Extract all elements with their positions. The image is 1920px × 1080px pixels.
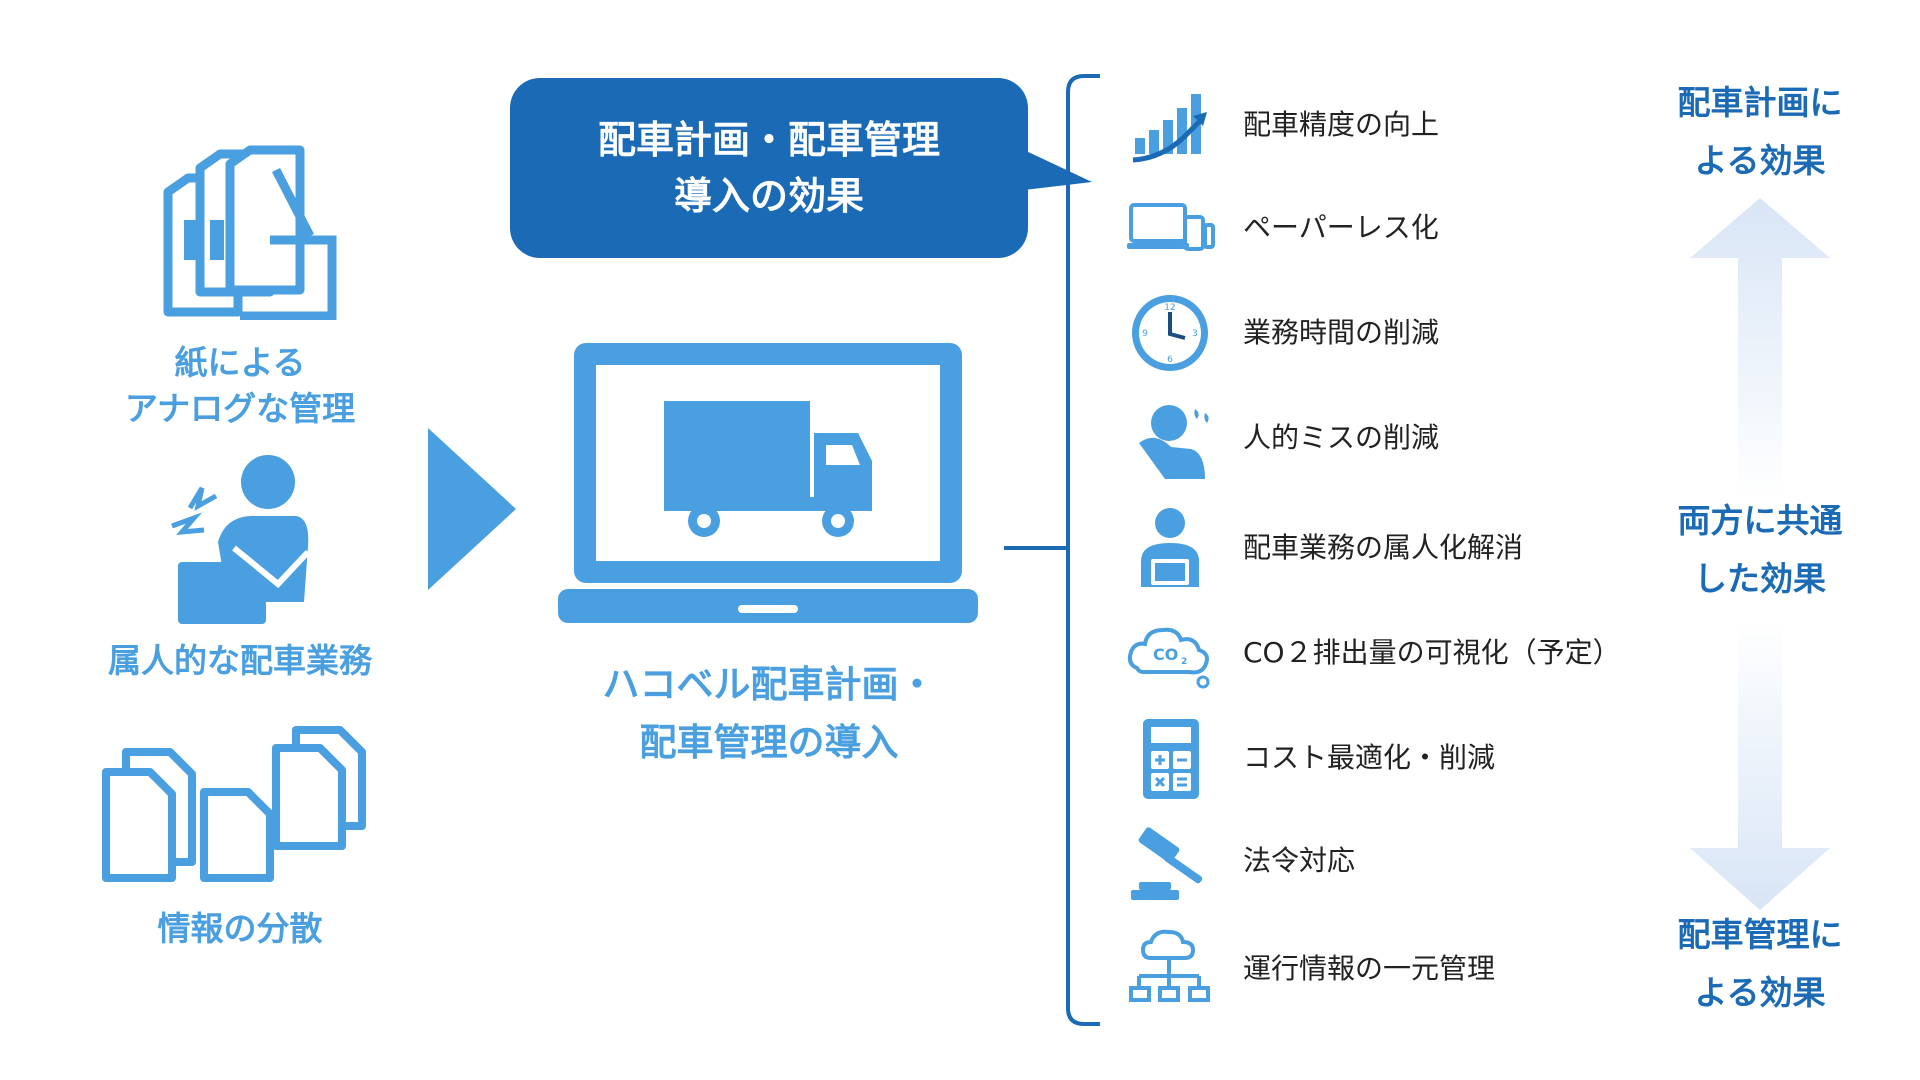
- svg-text:CO: CO: [1153, 645, 1178, 664]
- calculator-icon: [1143, 719, 1199, 799]
- person-dependent-label: 属人的な配車業務: [108, 641, 372, 680]
- co2-cloud-icon: CO 2: [1127, 627, 1210, 689]
- info-scattered-label: 情報の分散: [157, 909, 323, 948]
- effect-item: 法令対応: [1125, 816, 1635, 906]
- gavel-icon: [1131, 827, 1203, 900]
- effect-label: コスト最適化・削減: [1243, 741, 1496, 774]
- laptop-truck-icon: [558, 343, 978, 623]
- callout-title-line2: 導入の効果: [673, 174, 864, 218]
- svg-text:9: 9: [1142, 329, 1148, 339]
- cloud-network-icon: [1129, 929, 1210, 1002]
- effect-item: 12 3 6 9 業務時間の削減: [1125, 288, 1635, 378]
- effect-label: 人的ミスの削減: [1243, 421, 1440, 454]
- effect-label: 法令対応: [1243, 844, 1356, 877]
- effect-label: 業務時間の削減: [1243, 316, 1440, 349]
- scope-manage-line2: よる効果: [1694, 973, 1826, 1012]
- scope-plan-line1: 配車計画に: [1677, 83, 1843, 122]
- scope-plan-line2: よる効果: [1694, 141, 1826, 180]
- paper-management-label-line2: アナログな管理: [124, 389, 356, 428]
- effect-item: CO 2 CO２排出量の可視化（予定）: [1125, 608, 1635, 698]
- svg-text:6: 6: [1167, 355, 1173, 365]
- callout-pointer: [1024, 150, 1092, 190]
- person-laptop-icon: [1141, 508, 1199, 587]
- binder-files-icon: [163, 145, 337, 320]
- effect-label: 配車精度の向上: [1243, 108, 1440, 141]
- bar-chart-growth-icon: [1132, 94, 1207, 163]
- svg-text:2: 2: [1181, 657, 1187, 667]
- worried-person-icon: [1139, 405, 1209, 479]
- effect-label: 配車業務の属人化解消: [1243, 531, 1524, 564]
- center-caption-line2: 配車管理の導入: [639, 721, 899, 764]
- effect-item: 人的ミスの削減: [1125, 393, 1635, 483]
- callout-bubble: [510, 78, 1028, 258]
- effect-item: ペーパーレス化: [1125, 183, 1635, 273]
- effect-label: 運行情報の一元管理: [1243, 952, 1496, 985]
- effect-item: 配車業務の属人化解消: [1125, 503, 1635, 593]
- callout-title-line1: 配車計画・配車管理: [597, 118, 940, 162]
- stressed-person-laptop-icon: [171, 455, 311, 624]
- transition-arrow-icon: [428, 428, 516, 590]
- scope-double-arrow: [1690, 198, 1830, 910]
- effect-label: ペーパーレス化: [1243, 211, 1439, 244]
- clock-icon: 12 3 6 9: [1132, 295, 1208, 371]
- scope-common-line1: 両方に共通: [1677, 501, 1843, 540]
- devices-icon: [1127, 203, 1215, 251]
- effect-item: 配車精度の向上: [1125, 80, 1635, 170]
- effects-bracket: [1004, 74, 1100, 1026]
- center-caption-line1: ハコベル配車計画・: [602, 663, 936, 706]
- paper-management-label-line1: 紙による: [174, 343, 306, 382]
- scattered-documents-icon: [102, 726, 366, 882]
- effect-item: コスト最適化・削減: [1125, 713, 1635, 803]
- scope-manage-line1: 配車管理に: [1677, 915, 1843, 954]
- svg-text:3: 3: [1192, 329, 1198, 339]
- effect-label: CO２排出量の可視化（予定）: [1243, 636, 1621, 669]
- svg-text:12: 12: [1164, 303, 1175, 313]
- scope-common-line2: した効果: [1694, 559, 1826, 598]
- effect-item: 運行情報の一元管理: [1125, 924, 1635, 1014]
